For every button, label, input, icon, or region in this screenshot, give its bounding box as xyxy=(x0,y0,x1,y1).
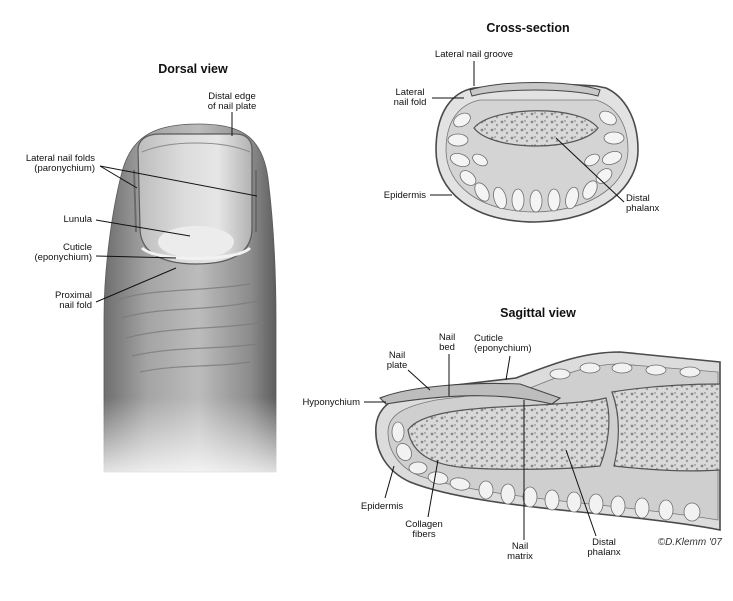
sagittal-middle-phalanx xyxy=(611,383,721,472)
cross-section-title: Cross-section xyxy=(486,21,569,35)
label-cross-distal-phalanx-line2: phalanx xyxy=(626,203,660,214)
label-lateral-nail-fold: Lateral xyxy=(395,87,424,98)
label-nail-plate: Nail xyxy=(389,350,405,361)
label-cross-distal-phalanx: Distal xyxy=(626,193,650,204)
label-nail-plate-line2: plate xyxy=(387,360,408,371)
label-lunula: Lunula xyxy=(63,214,92,225)
label-sagittal-distal-phalanx: Distal xyxy=(592,537,616,548)
finger-fade xyxy=(100,120,280,476)
label-nail-matrix-line2: matrix xyxy=(507,551,533,562)
sagittal-tissue-lobes xyxy=(391,362,701,522)
label-hyponychium: Hyponychium xyxy=(302,397,360,408)
leader-sagittal-distal-phalanx xyxy=(565,449,597,537)
leader-cross-distal-phalanx xyxy=(555,137,625,203)
leader-lunula xyxy=(95,219,191,237)
sagittal-nail-plate xyxy=(379,382,562,405)
label-cuticle-line2: (eponychium) xyxy=(34,252,92,263)
label-sagittal-epidermis: Epidermis xyxy=(361,501,403,512)
label-nail-matrix: Nail xyxy=(512,541,528,552)
artist-signature: ©D.Klemm '07 xyxy=(658,537,723,548)
leader-sagittal-epidermis xyxy=(384,465,395,499)
label-nail-bed-line2: bed xyxy=(439,342,455,353)
cross-section-phalanx xyxy=(473,110,599,147)
dorsal-view-title: Dorsal view xyxy=(158,62,228,76)
label-lateral-nail-fold-line2: nail fold xyxy=(394,97,427,108)
sagittal-distal-phalanx xyxy=(407,397,610,470)
dorsal-view-illustration xyxy=(100,120,280,476)
sagittal-view-illustration xyxy=(375,351,721,531)
label-nail-bed: Nail xyxy=(439,332,455,343)
label-lateral-nail-folds: Lateral nail folds xyxy=(26,153,95,164)
label-distal-edge-line2: of nail plate xyxy=(208,101,257,112)
leader-sagittal-cuticle xyxy=(505,355,511,381)
cross-section-nail-plate xyxy=(469,82,601,97)
leader-nail-plate xyxy=(407,369,431,391)
label-sagittal-cuticle: Cuticle xyxy=(474,333,503,344)
leader-cuticle xyxy=(95,255,177,259)
cross-section-illustration xyxy=(435,82,639,223)
leader-collagen-fibers xyxy=(427,459,439,518)
leader-proximal-nail-fold xyxy=(95,267,177,303)
label-distal-edge: Distal edge xyxy=(208,91,256,102)
leader-lateral-folds-right xyxy=(99,165,258,197)
label-collagen-fibers: Collagen xyxy=(405,519,443,530)
label-cross-epidermis: Epidermis xyxy=(384,190,426,201)
label-sagittal-cuticle-line2: (eponychium) xyxy=(474,343,532,354)
sagittal-view-title: Sagittal view xyxy=(500,306,576,320)
label-sagittal-distal-phalanx-line2: phalanx xyxy=(587,547,621,558)
label-proximal-nail-fold-line2: nail fold xyxy=(59,300,92,311)
leader-lateral-folds-left xyxy=(99,165,138,189)
label-collagen-fibers-line2: fibers xyxy=(412,529,435,540)
label-proximal-nail-fold: Proximal xyxy=(55,290,92,301)
radial-tissue-lobes xyxy=(447,110,625,213)
label-lateral-nail-folds-line2: (paronychium) xyxy=(34,163,95,174)
label-cuticle: Cuticle xyxy=(63,242,92,253)
label-lateral-nail-groove: Lateral nail groove xyxy=(435,49,513,60)
